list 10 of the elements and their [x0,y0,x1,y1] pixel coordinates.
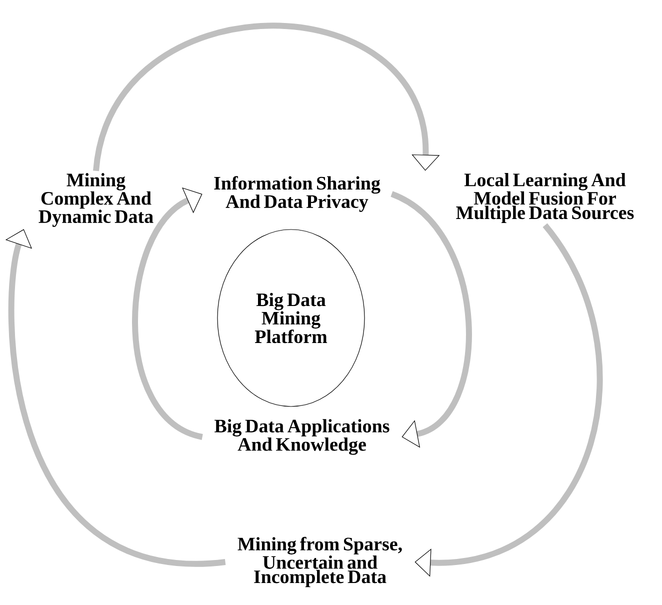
topic-label: Mining from Sparse, Uncertain and Incomplete Data [238,536,402,588]
curved-arrow [414,223,603,577]
topic-label: Local Learning And Model Fusion For Multiple Data Sources [456,173,634,223]
curved-arrow [5,229,226,566]
topic-label: Information Sharing And Data Privacy [214,176,380,212]
topic-label: Mining Complex And Dynamic Data [38,173,154,227]
topic-label: Big Data Applications And Knowledge [214,419,390,455]
curved-arrow [93,22,440,172]
curved-arrow [132,188,204,440]
curved-arrow [390,191,472,448]
